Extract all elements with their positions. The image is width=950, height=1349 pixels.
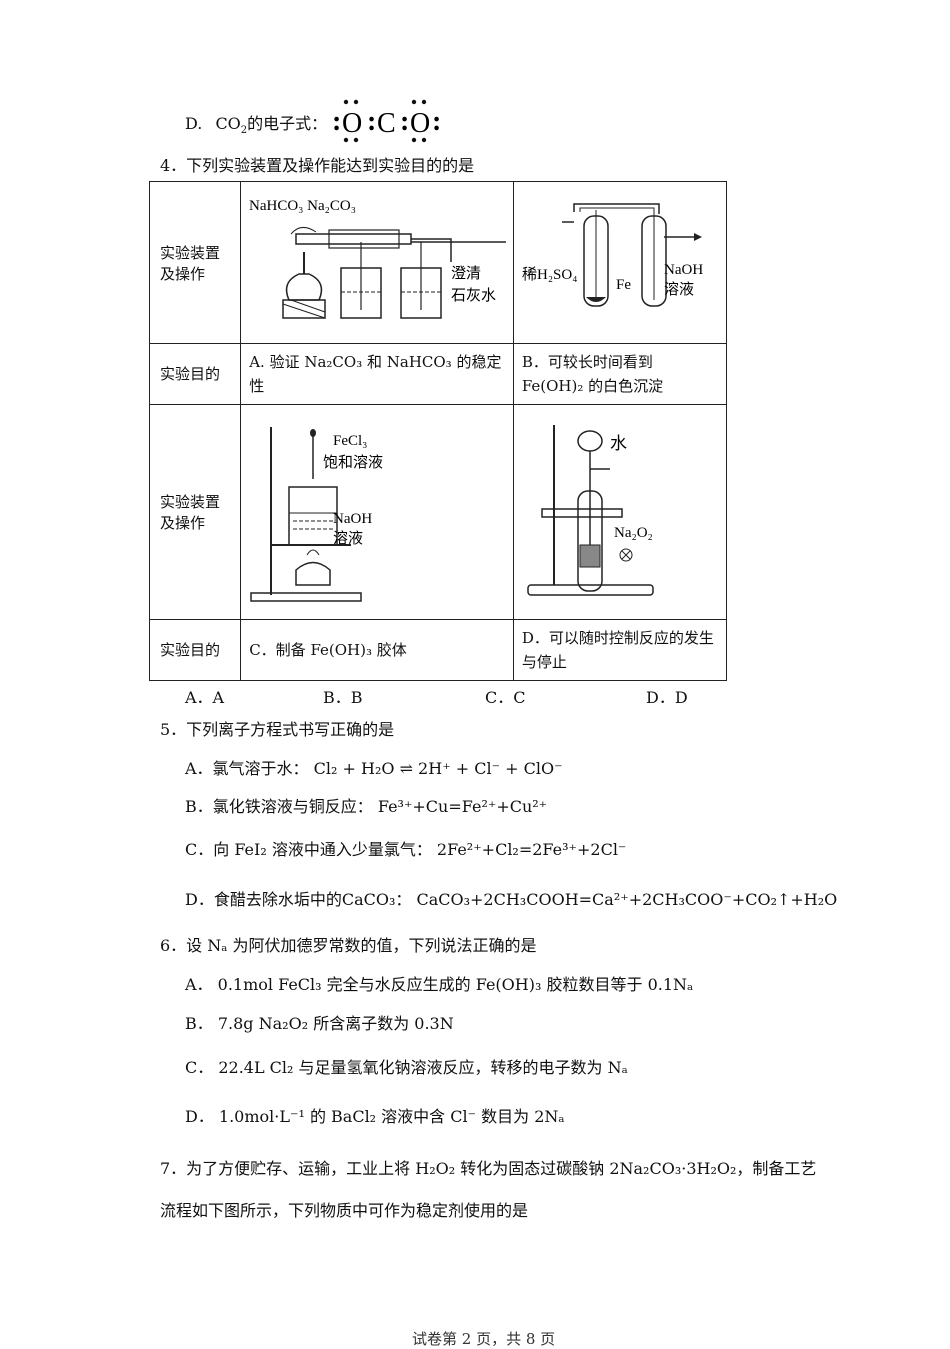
apparatus-a-label-2: 澄清 xyxy=(451,265,481,282)
svg-text::: : xyxy=(332,106,343,137)
q4-option-a: A．A xyxy=(185,688,225,707)
apparatus-d: 水 Na₂O₂ xyxy=(512,404,728,620)
row-label-apparatus-1: 实验装置及操作 xyxy=(148,181,242,344)
apparatus-a: NaHCO₃ Na₂CO₃ 澄清 石灰水 xyxy=(240,181,514,344)
q5-option-d: D．食醋去除水垢中的CaCO₃： CaCO₃+2CH₃COOH=Ca²⁺+2CH… xyxy=(185,890,838,909)
page-footer: 试卷第 2 页，共 8 页 xyxy=(412,1330,556,1348)
aim-a: A. 验证 Na₂CO₃ 和 NaHCO₃ 的稳定性 xyxy=(240,343,514,405)
svg-text:O: O xyxy=(410,108,432,139)
q3-option-d-sub: 2 xyxy=(240,125,248,137)
apparatus-b-label-2: Fe xyxy=(616,277,631,293)
q6-option-c: C． 22.4L Cl₂ 与足量氢氧化钠溶液反应，转移的电子数为 Nₐ xyxy=(185,1058,628,1077)
aim-d: D．可以随时控制反应的发生与停止 xyxy=(512,619,728,681)
q7-line1: 7．为了方便贮存、运输，工业上将 H₂O₂ 转化为固态过碳酸钠 2Na₂CO₃·… xyxy=(160,1159,817,1178)
q5-stem: 5．下列离子方程式书写正确的是 xyxy=(160,720,395,739)
apparatus-a-label-3: 石灰水 xyxy=(451,287,496,304)
apparatus-b-label-1: 稀H₂SO₄ xyxy=(522,266,577,283)
apparatus-d-drawing: 水 Na₂O₂ xyxy=(527,425,654,596)
q6-option-d: D． 1.0mol·L⁻¹ 的 BaCl₂ 溶液中含 Cl⁻ 数目为 2Nₐ xyxy=(185,1107,565,1126)
q3-option-d-label: D. xyxy=(185,114,203,133)
q3-option-d-co: CO xyxy=(215,114,241,133)
q5-option-c: C．向 FeI₂ 溶液中通入少量氯气： 2Fe²⁺+Cl₂=2Fe³⁺+2Cl⁻ xyxy=(185,840,627,859)
apparatus-a-drawing: NaHCO₃ Na₂CO₃ 澄清 石灰水 xyxy=(249,198,512,319)
q6-option-b: B． 7.8g Na₂O₂ 所含离子数为 0.3N xyxy=(185,1014,454,1033)
co2-electron-formula: : O : C : O : xyxy=(330,98,445,152)
apparatus-c-label-1: FeCl₃ xyxy=(333,433,367,449)
row-label-aim-2: 实验目的 xyxy=(148,619,242,681)
apparatus-d-label-2: Na₂O₂ xyxy=(614,525,653,541)
q6-option-a: A． 0.1mol FeCl₃ 完全与水反应生成的 Fe(OH)₃ 胶粒数目等于… xyxy=(185,975,694,994)
q7-line2: 流程如下图所示，下列物质中可作为稳定剂使用的是 xyxy=(160,1201,529,1220)
apparatus-d-label-1: 水 xyxy=(610,434,627,453)
svg-text::: : xyxy=(367,106,378,137)
apparatus-c-drawing: FeCl₃ 饱和溶液 NaOH 溶液 xyxy=(250,427,383,602)
svg-text::: : xyxy=(432,106,443,137)
apparatus-c-label-4: 溶液 xyxy=(333,530,363,547)
apparatus-c-label-3: NaOH xyxy=(333,511,372,527)
q5-option-b: B．氯化铁溶液与铜反应： Fe³⁺+Cu=Fe²⁺+Cu²⁺ xyxy=(185,797,548,816)
apparatus-b-label-3: NaOH xyxy=(664,262,703,278)
aim-b: B．可较长时间看到 Fe(OH)₂ 的白色沉淀 xyxy=(512,343,728,405)
q4-stem: 4．下列实验装置及操作能达到实验目的的是 xyxy=(160,156,475,175)
apparatus-b-label-4: 溶液 xyxy=(664,281,694,298)
q4-option-c: C．C xyxy=(485,688,526,707)
apparatus-a-label-1: NaHCO₃ Na₂CO₃ xyxy=(249,198,356,214)
apparatus-c: FeCl₃ 饱和溶液 NaOH 溶液 xyxy=(240,404,514,620)
row-label-aim-1: 实验目的 xyxy=(148,343,242,405)
row-label-apparatus-2: 实验装置及操作 xyxy=(148,404,242,620)
apparatus-b-drawing: 稀H₂SO₄ Fe NaOH 溶液 xyxy=(522,203,703,307)
q4-table: 实验装置及操作 NaHCO₃ Na₂CO₃ 澄清 石灰水 xyxy=(148,181,728,681)
apparatus-c-label-2: 饱和溶液 xyxy=(323,454,383,471)
electron-dot-diagram: : O : C : O : xyxy=(332,99,443,143)
svg-text:C: C xyxy=(377,108,398,139)
svg-text::: : xyxy=(400,106,411,137)
q4-option-d: D．D xyxy=(646,688,688,707)
q5-option-a: A．氯气溶于水： Cl₂ + H₂O ⇌ 2H⁺ + Cl⁻ + ClO⁻ xyxy=(185,759,563,778)
q6-stem: 6．设 Nₐ 为阿伏加德罗常数的值，下列说法正确的是 xyxy=(160,936,537,955)
apparatus-b: 稀H₂SO₄ Fe NaOH 溶液 xyxy=(512,181,728,344)
aim-c: C．制备 Fe(OH)₃ 胶体 xyxy=(240,619,514,681)
svg-text:O: O xyxy=(342,108,364,139)
q3-option-d: D. CO2的电子式： xyxy=(185,110,327,136)
q3-option-d-text: 的电子式： xyxy=(247,114,328,133)
q4-option-b: B．B xyxy=(323,688,363,707)
